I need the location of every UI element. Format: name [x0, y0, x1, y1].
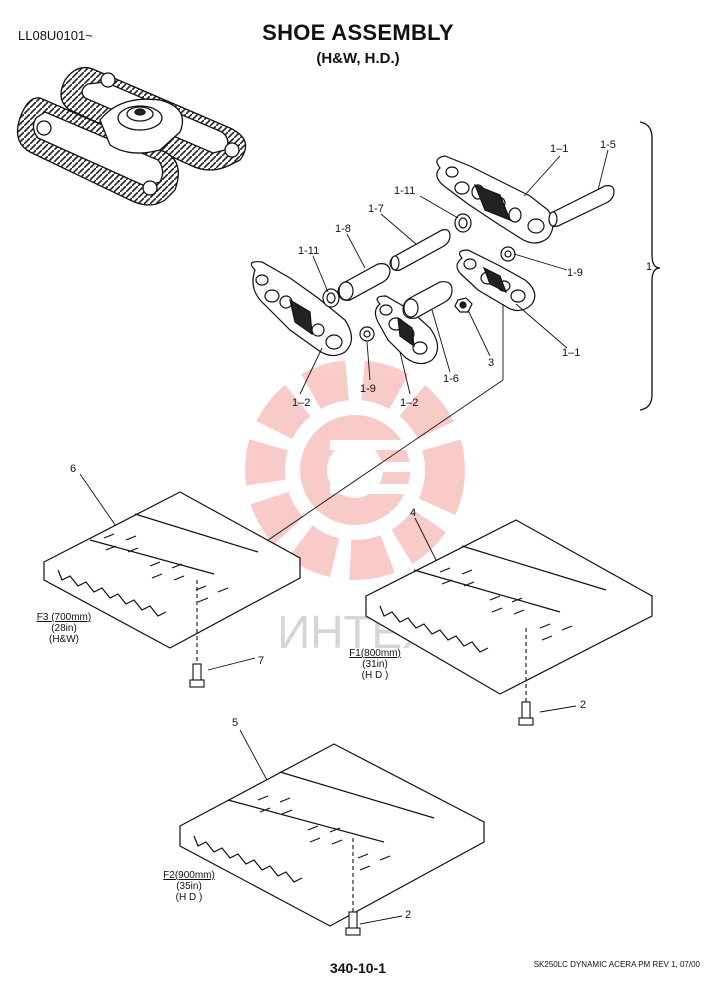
callout-1-9: 1-9 — [567, 267, 583, 279]
track-link-1-1-upper — [436, 155, 554, 244]
callout-3: 3 — [488, 357, 494, 369]
bushing-1-8 — [337, 263, 391, 301]
callout-1-6: 1-6 — [443, 373, 459, 385]
seal-rings — [322, 213, 516, 342]
callout-1: 1 — [646, 261, 652, 273]
callout-5: 5 — [232, 717, 238, 729]
page-number: 340-10-1 — [329, 960, 387, 976]
leader-lines — [79, 149, 609, 925]
shoe-caption-f2: F2(900mm) (35in) (H D ) — [156, 870, 222, 903]
callout-1-9: 1-9 — [360, 383, 376, 395]
pin-1-5 — [548, 185, 615, 227]
shoe-inch-f3: (28in) — [51, 623, 77, 634]
footer-reference: SK250LC DYNAMIC ACERA PM REV 1, 07/00 — [533, 960, 700, 969]
page-title: SHOE ASSEMBLY — [262, 20, 454, 45]
callout-1-5: 1-5 — [600, 139, 616, 151]
model-code: LL08U0101~ — [18, 28, 93, 43]
callout-1-7: 1-7 — [368, 203, 384, 215]
group-bracket — [639, 121, 661, 411]
track-link-1-1-lower — [456, 249, 536, 312]
callout-1-1: 1–1 — [550, 143, 568, 155]
shoe-size-f1: F1(800mm) — [349, 648, 401, 659]
callout-1-2: 1–2 — [292, 397, 310, 409]
track-shoe-f2 — [178, 743, 486, 927]
callout-6: 6 — [70, 463, 76, 475]
shoe-type-f3: (H&W) — [49, 634, 79, 645]
track-shoe-f1 — [364, 519, 654, 695]
nut-3 — [454, 297, 473, 313]
shoe-inch-f2: (35in) — [176, 881, 202, 892]
pin-1-7 — [389, 229, 451, 271]
callout-7: 7 — [258, 655, 264, 667]
callout-1-8: 1-8 — [335, 223, 351, 235]
bolt-2-f2 — [345, 838, 361, 936]
callout-2: 2 — [580, 699, 586, 711]
callout-1-11: 1-11 — [298, 245, 319, 257]
shoe-inch-f1: (31in) — [362, 659, 388, 670]
callout-2: 2 — [405, 909, 411, 921]
page-subtitle: (H&W, H.D.) — [316, 50, 400, 67]
shoe-caption-f3: F3 (700mm) (28in) (H&W) — [34, 612, 94, 645]
callout-1-2: 1–2 — [400, 397, 418, 409]
undercarriage-thumbnail — [16, 66, 247, 206]
shoe-size-f2: F2(900mm) — [163, 870, 215, 881]
shoe-type-f2: (H D ) — [175, 892, 203, 903]
callout-4: 4 — [410, 507, 416, 519]
track-shoe-f3 — [42, 491, 302, 649]
bolt-2-f1 — [518, 628, 534, 726]
bolt-7 — [189, 580, 205, 688]
track-link-1-2-right — [374, 295, 439, 365]
shoe-size-f3: F3 (700mm) — [36, 612, 92, 623]
callout-1-11: 1-11 — [394, 185, 415, 197]
callout-1-1: 1–1 — [562, 347, 580, 359]
shoe-caption-f1: F1(800mm) (31in) (H D ) — [342, 648, 408, 681]
bushing-1-6 — [402, 281, 453, 319]
shoe-type-f1: (H D ) — [361, 670, 389, 681]
track-link-1-2-left — [250, 261, 353, 357]
